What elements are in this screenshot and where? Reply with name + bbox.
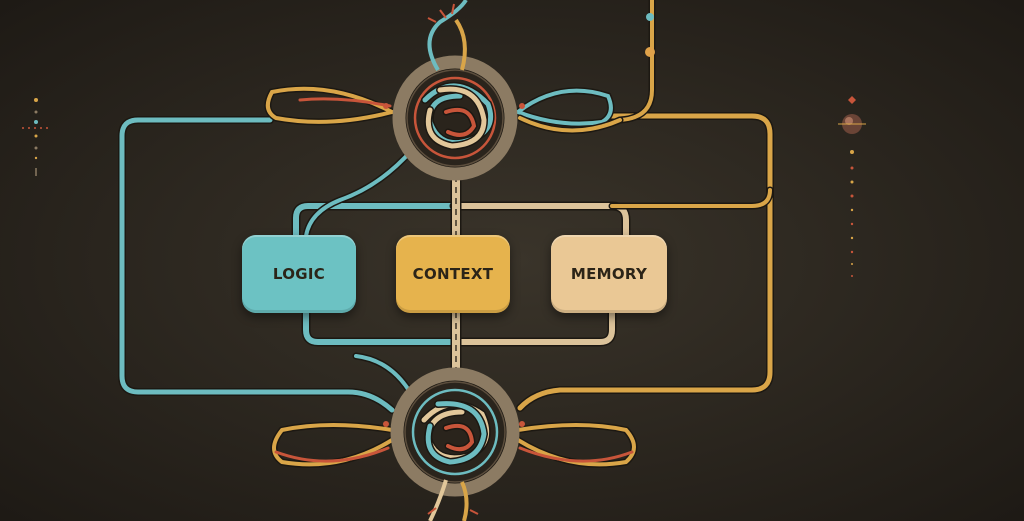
teal-outer-loop	[118, 116, 396, 414]
left-decoration	[22, 98, 50, 176]
gold-outer-loop	[516, 112, 774, 412]
logic-node: LOGIC	[242, 235, 356, 313]
bottom-bow-loops	[270, 421, 638, 468]
lower-bus	[301, 307, 617, 396]
accent-beads	[383, 103, 525, 427]
context-node: CONTEXT	[396, 235, 510, 313]
right-decoration	[838, 96, 866, 277]
bottom-knot	[390, 367, 520, 521]
context-label: CONTEXT	[412, 265, 494, 283]
top-knot	[392, 0, 518, 181]
top-bow-loops	[264, 85, 624, 134]
upper-bus	[291, 186, 774, 241]
logic-label: LOGIC	[272, 265, 326, 283]
top-right-strand	[616, 0, 656, 124]
teal-diagonal-strand	[302, 146, 416, 240]
memory-label: MEMORY	[570, 265, 648, 283]
memory-node: MEMORY	[551, 235, 667, 313]
